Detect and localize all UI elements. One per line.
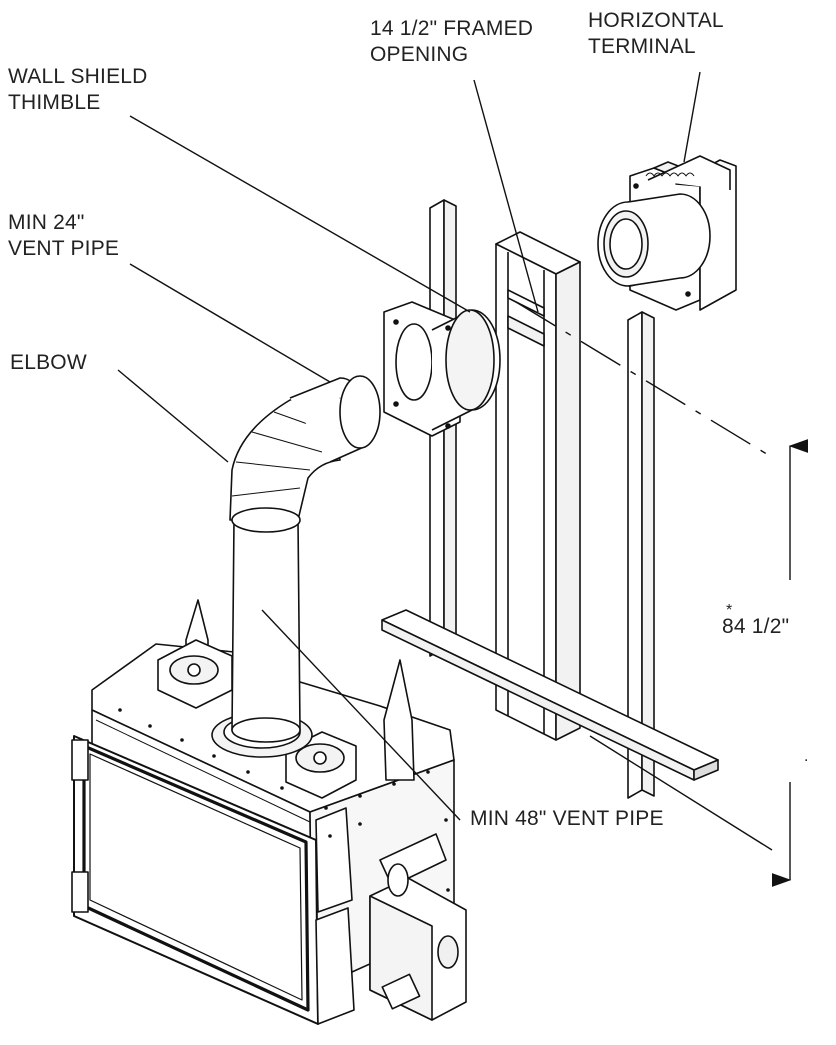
label-framed-opening-line2: OPENING	[370, 42, 533, 68]
label-min-24-line1: MIN 24"	[8, 210, 119, 236]
horizontal-terminal	[598, 156, 736, 310]
label-min-24: MIN 24" VENT PIPE	[8, 210, 119, 262]
label-elbow: ELBOW	[10, 350, 87, 376]
label-horizontal-terminal-line1: HORIZONTAL	[588, 8, 724, 34]
label-dot: .	[804, 744, 809, 770]
label-height: 84 1/2"	[722, 614, 789, 640]
label-min-24-line2: VENT PIPE	[8, 236, 119, 262]
label-wall-shield-line2: THIMBLE	[8, 90, 148, 116]
label-wall-shield: WALL SHIELD THIMBLE	[8, 64, 148, 116]
leader-wall-shield	[130, 116, 470, 312]
vent-pipe-48	[232, 520, 300, 742]
label-horizontal-terminal-line2: TERMINAL	[588, 34, 724, 60]
leader-min24	[130, 264, 330, 382]
leader-horizontal-terminal	[684, 72, 700, 162]
label-min-48: MIN 48" VENT PIPE	[470, 806, 664, 832]
label-framed-opening: 14 1/2" FRAMED OPENING	[370, 16, 533, 68]
label-horizontal-terminal: HORIZONTAL TERMINAL	[588, 8, 724, 60]
label-framed-opening-line1: 14 1/2" FRAMED	[370, 16, 533, 42]
leader-elbow	[118, 370, 228, 462]
label-wall-shield-line1: WALL SHIELD	[8, 64, 148, 90]
wall-shield-thimble	[384, 302, 500, 436]
